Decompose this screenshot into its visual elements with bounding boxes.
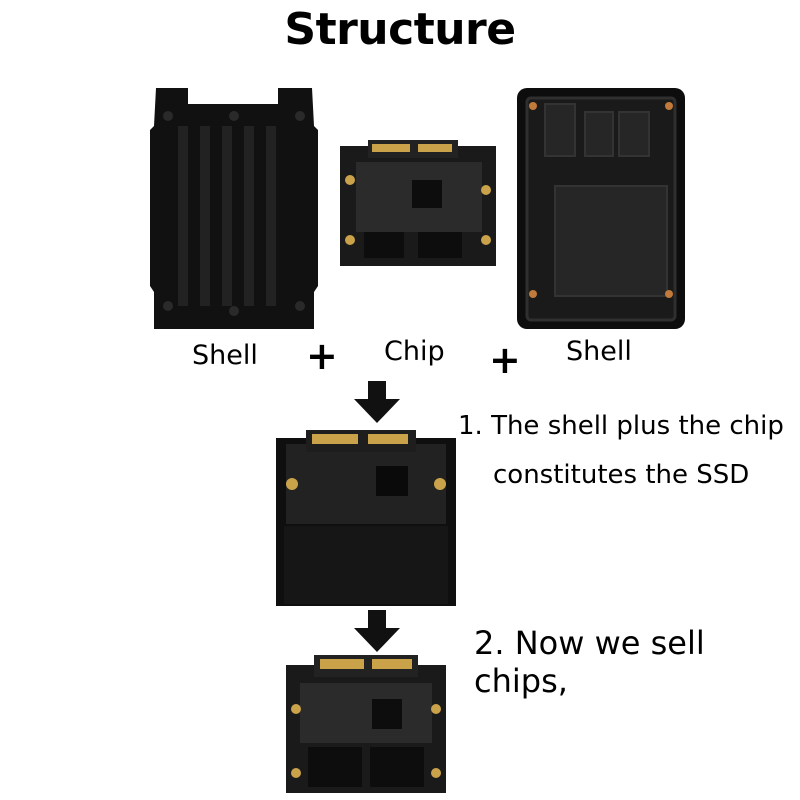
chip-image (340, 140, 496, 266)
plus-sign-2: + (489, 338, 521, 382)
plus-sign-1: + (306, 334, 338, 378)
left-shell-image (150, 88, 318, 329)
right-shell-image (517, 88, 685, 329)
shell-label-left: Shell (192, 340, 258, 371)
page-title: Structure (284, 4, 516, 55)
chip-only-image (286, 655, 446, 793)
down-arrow-icon (354, 610, 400, 652)
step1-line1: 1. The shell plus the chip (458, 411, 784, 441)
assembled-ssd-image (276, 430, 456, 606)
down-arrow-icon (354, 381, 400, 423)
step2-text: 2. Now we sell chips, (474, 624, 705, 700)
step1-line2: constitutes the SSD (493, 460, 750, 490)
shell-label-right: Shell (566, 336, 632, 367)
chip-label: Chip (384, 336, 445, 367)
